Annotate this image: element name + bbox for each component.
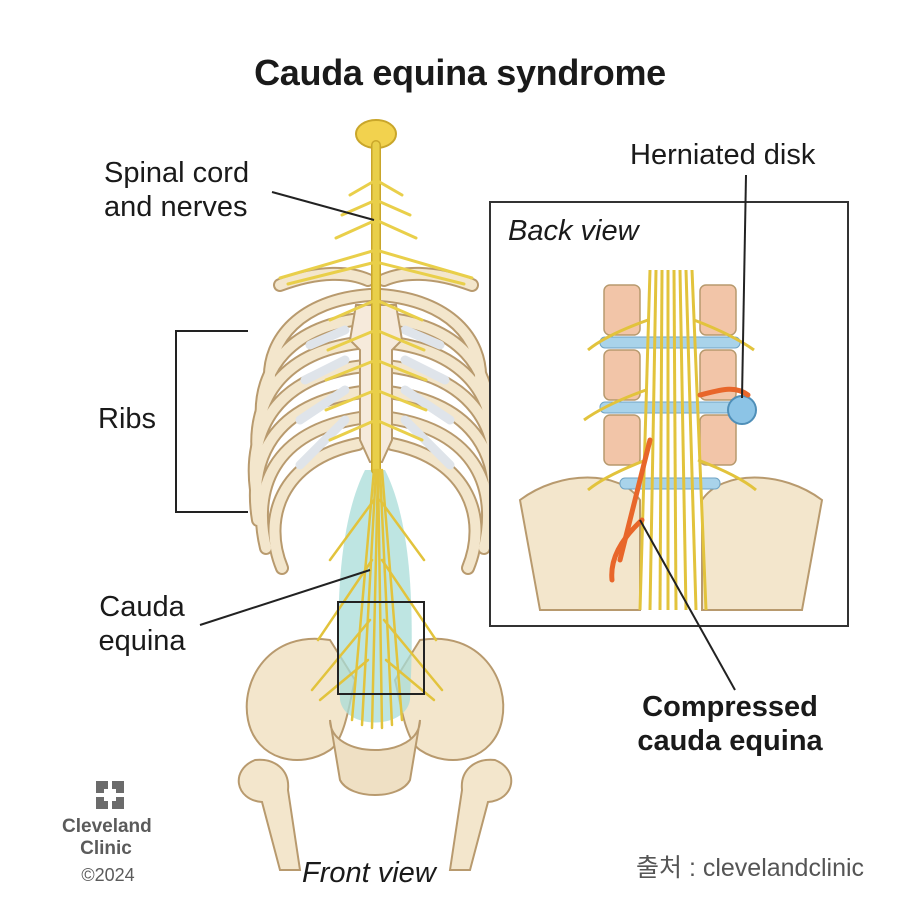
compressed-cauda-leader	[639, 519, 736, 691]
compressed-cauda-label-line2: cauda equina	[637, 725, 823, 757]
herniated-disk-label: Herniated disk	[630, 139, 816, 171]
cauda-equina-label-line1: Cauda	[99, 591, 185, 623]
ribs-label: Ribs	[98, 403, 157, 435]
herniated-disk-leader	[741, 174, 747, 399]
cleveland-clinic-logo-icon	[96, 781, 124, 809]
herniated-disk-bulge	[727, 395, 757, 425]
spinal-cord-label: Spinal cord and nerves	[104, 156, 249, 224]
compressed-cauda-label: Compressed cauda equina	[620, 690, 840, 758]
cleveland-clinic-logo-text: Cleveland Clinic	[62, 816, 152, 860]
spinal-cord-and-nerves	[278, 119, 474, 730]
cauda-equina-label: Cauda equina	[84, 590, 200, 658]
diagram-title: Cauda equina syndrome	[254, 52, 666, 93]
source-credit: 출처 : clevelandclinic	[636, 854, 865, 882]
zoom-region-box	[337, 601, 425, 695]
back-view-illustration	[518, 269, 824, 611]
compressed-cauda-label-line1: Compressed	[642, 691, 818, 723]
logo-name-line2: Clinic	[80, 838, 132, 859]
cauda-equina-leader	[199, 569, 371, 626]
spinal-cord-label-line1: Spinal cord	[104, 157, 250, 189]
logo-name-line1: Cleveland	[62, 816, 152, 837]
copyright: ©2024	[81, 865, 135, 885]
front-view-label: Front view	[302, 857, 436, 889]
spinal-cord-label-line2: and nerves	[104, 191, 248, 223]
back-view-label: Back view	[508, 215, 639, 247]
spinal-cord-leader	[271, 191, 375, 221]
cauda-equina-label-line2: equina	[98, 625, 186, 657]
ribs-bracket	[175, 330, 248, 513]
ribcage	[247, 288, 503, 575]
